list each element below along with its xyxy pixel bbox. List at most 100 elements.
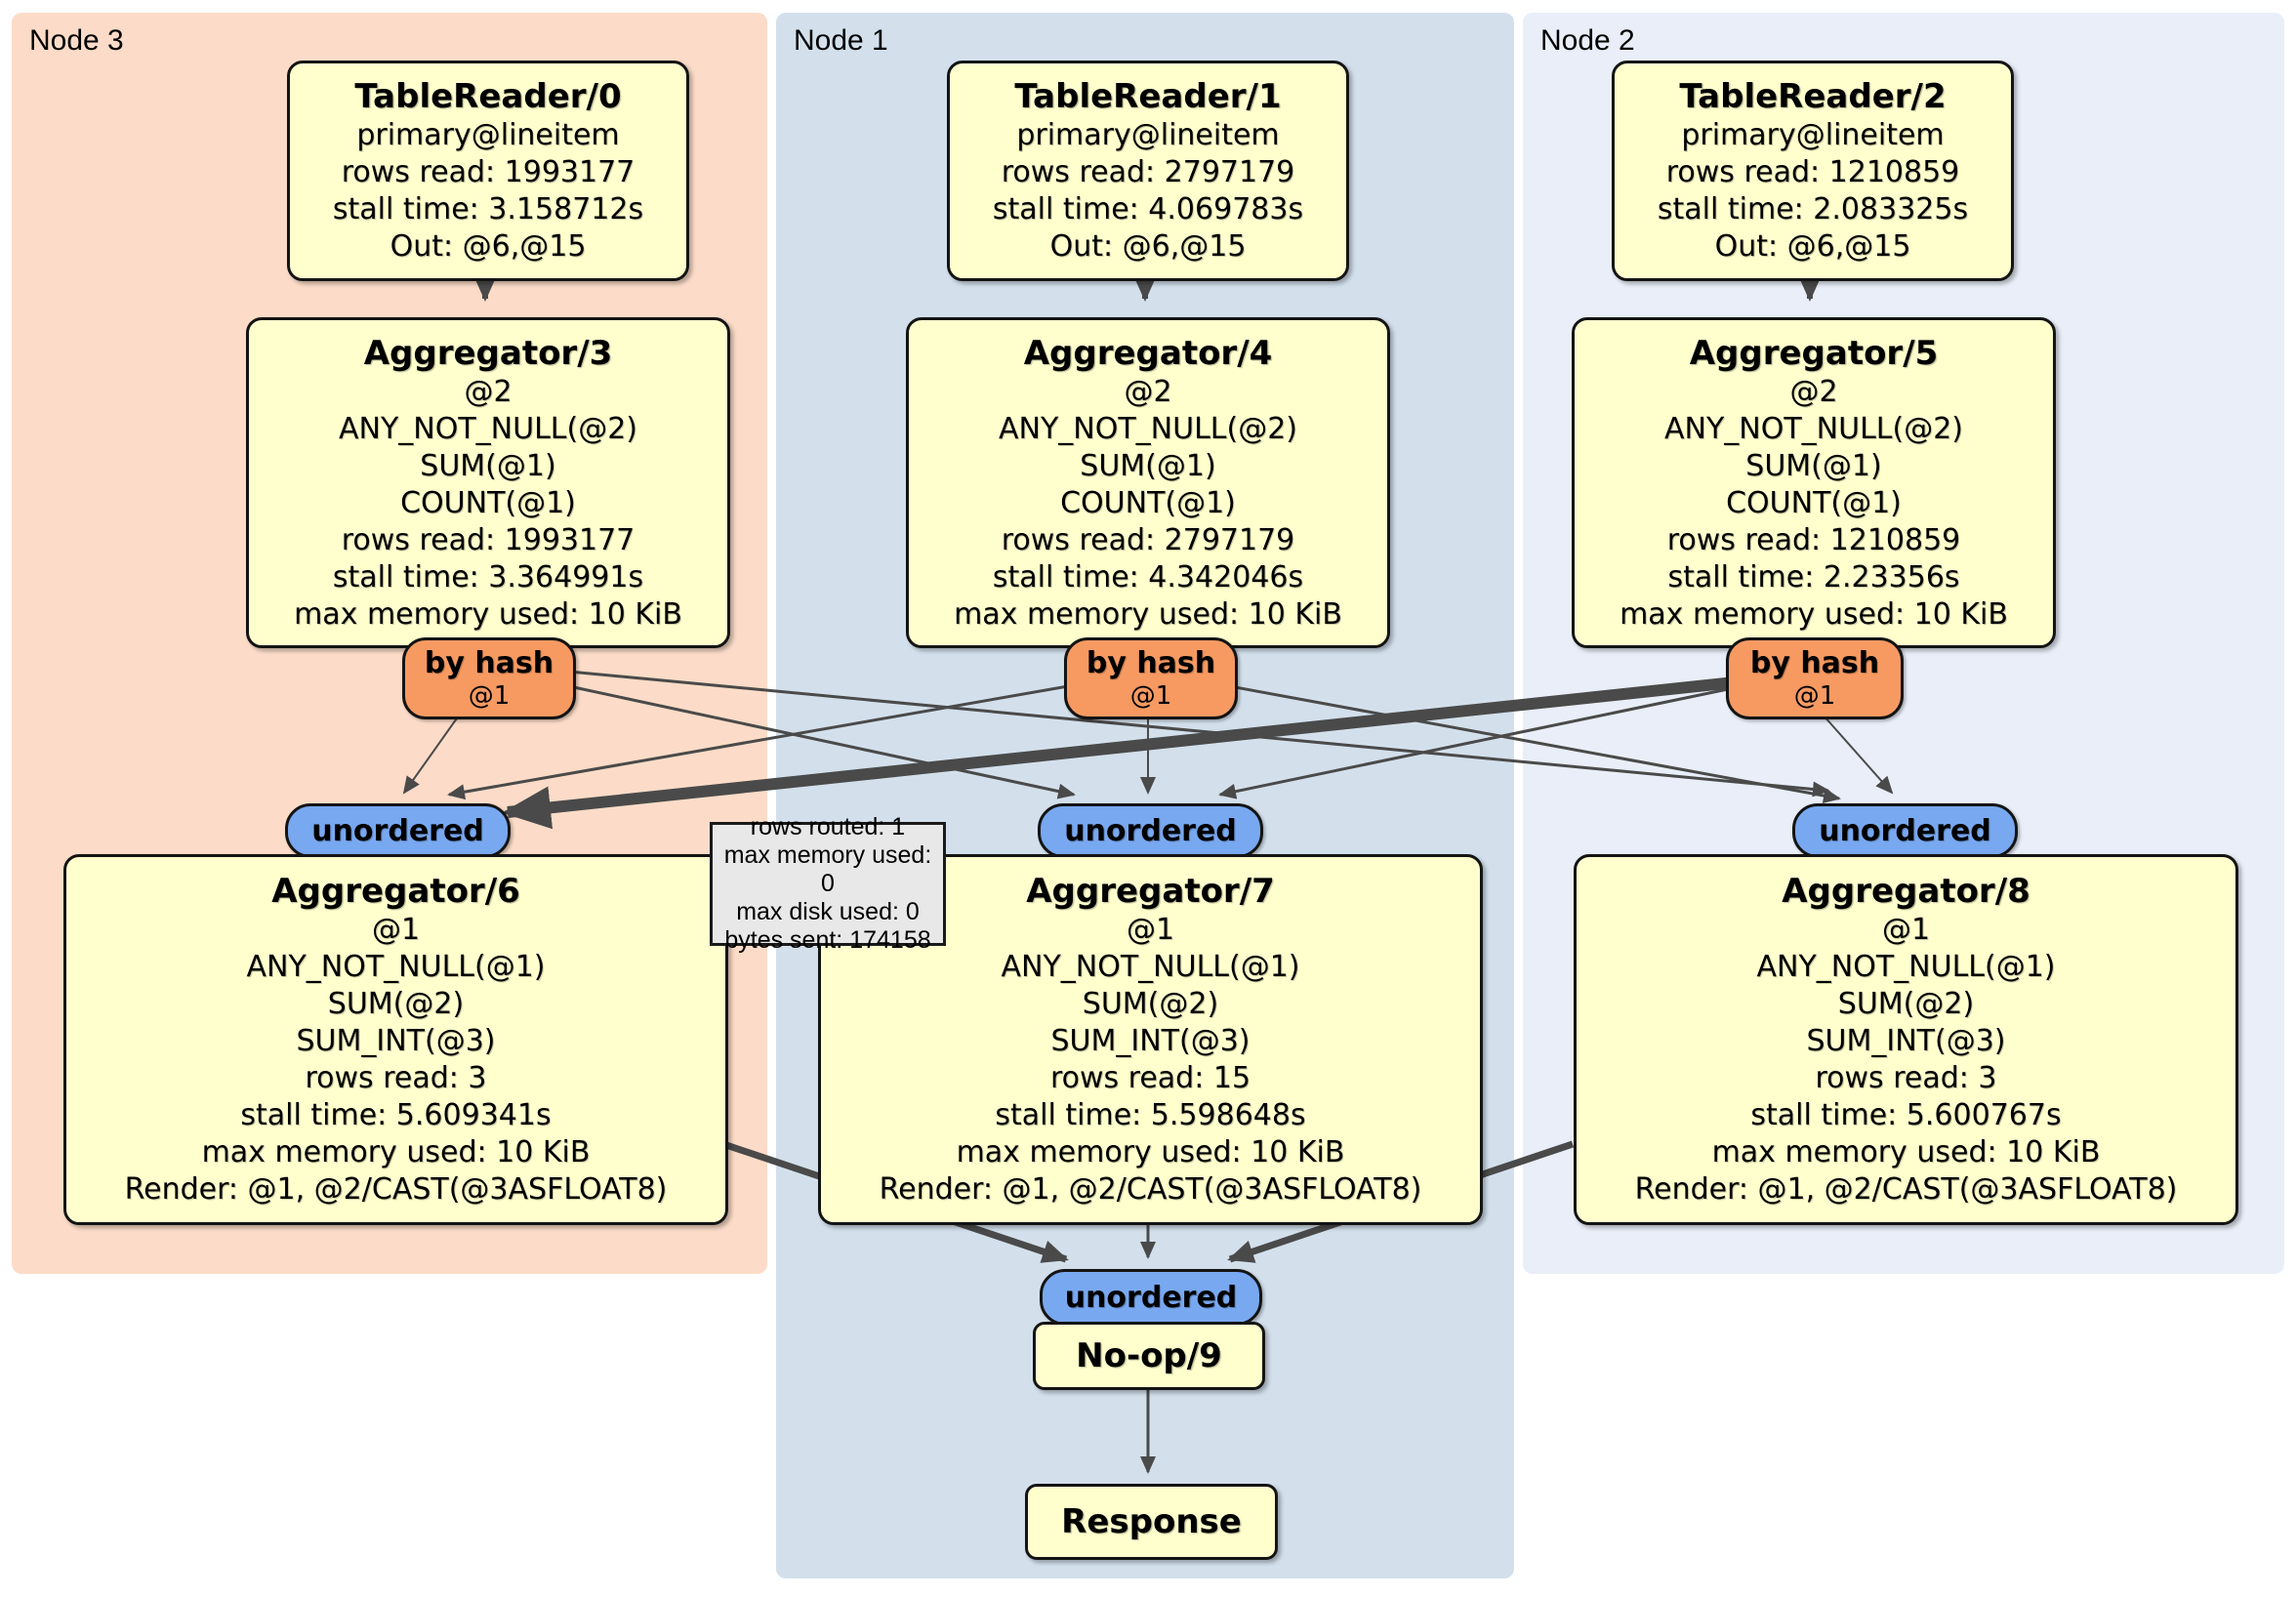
region-node-1-label: Node 1 [794,24,888,57]
router-by-hash-node3: by hash @1 [402,637,576,719]
edge-router2-sync1[interactable] [1218,687,1729,799]
router-key: @1 [468,681,511,711]
node-detail: rows read: 1210859 [1666,522,1961,557]
edge-stats-tooltip: rows routed: 1 max memory used: 0 max di… [710,813,946,954]
node-detail: max memory used: 10 KiB [201,1135,591,1169]
node-detail: max memory used: 10 KiB [1620,596,2008,632]
node-detail: @2 [1789,374,1838,409]
sync-unordered-node3: unordered [285,803,511,858]
node-title: Aggregator/4 [1023,333,1273,373]
node-detail: rows read: 1210859 [1665,155,1960,189]
node-detail: ANY_NOT_NULL(@2) [1664,411,1963,446]
node-title: TableReader/2 [1679,77,1947,116]
node-detail: SUM_INT(@3) [296,1024,496,1058]
node-detail: stall time: 5.598648s [995,1098,1306,1132]
node-detail: SUM(@2) [1837,987,1975,1021]
node-detail: @2 [464,374,512,409]
node-tablereader-2: TableReader/2 primary@lineitem rows read… [1612,61,2014,281]
node-detail: Out: @6,@15 [1049,229,1247,264]
node-detail: Render: @1, @2/CAST(@3ASFLOAT8) [879,1172,1422,1207]
node-detail: rows read: 2797179 [1001,155,1295,189]
node-detail: rows read: 1993177 [341,522,636,557]
region-node-3-label: Node 3 [29,24,124,57]
router-label: by hash [1086,646,1216,680]
node-response: Response [1025,1484,1278,1560]
sync-label: unordered [1064,1280,1238,1315]
node-aggregator-4: Aggregator/4 @2 ANY_NOT_NULL(@2) SUM(@1)… [906,317,1390,648]
router-key: @1 [1793,681,1836,711]
node-detail: rows read: 1993177 [341,155,636,189]
node-detail: Out: @6,@15 [390,229,587,264]
node-detail: max memory used: 10 KiB [1711,1135,2101,1169]
node-detail: Out: @6,@15 [1714,229,1911,264]
node-detail: max memory used: 10 KiB [956,1135,1345,1169]
node-detail: ANY_NOT_NULL(@1) [1001,950,1300,984]
edge-router3-sync3[interactable] [402,715,460,795]
tooltip-line: max memory used: 0 [723,841,932,897]
node-detail: stall time: 3.158712s [332,192,644,226]
node-detail: ANY_NOT_NULL(@1) [1756,950,2056,984]
router-by-hash-node2: by hash @1 [1726,637,1904,719]
node-aggregator-7: Aggregator/7 @1 ANY_NOT_NULL(@1) SUM(@2)… [818,854,1483,1225]
node-detail: stall time: 4.342046s [992,559,1304,594]
node-detail: rows read: 3 [1815,1061,1997,1095]
node-detail: COUNT(@1) [1726,485,1902,520]
sync-label: unordered [1064,813,1237,848]
node-title: TableReader/0 [354,77,622,116]
node-detail: Render: @1, @2/CAST(@3ASFLOAT8) [1634,1172,2178,1207]
sync-label: unordered [311,813,484,848]
node-title: No-op/9 [1076,1336,1222,1375]
edge-router3-sync1[interactable] [568,684,1076,799]
node-title: Aggregator/3 [363,333,613,373]
router-label: by hash [424,646,554,680]
node-detail: max memory used: 10 KiB [294,596,682,632]
node-detail: stall time: 5.600767s [1750,1098,2062,1132]
node-title: Aggregator/8 [1782,872,2030,911]
node-detail: @1 [1881,913,1931,947]
router-by-hash-node1: by hash @1 [1064,637,1238,719]
node-detail: stall time: 2.083325s [1657,192,1969,226]
node-detail: SUM(@2) [327,987,465,1021]
edge-router2-sync2[interactable] [1823,715,1894,795]
node-tablereader-0: TableReader/0 primary@lineitem rows read… [287,61,689,281]
node-tablereader-1: TableReader/1 primary@lineitem rows read… [947,61,1349,281]
node-detail: SUM_INT(@3) [1806,1024,2006,1058]
tooltip-line: bytes sent: 174158 [724,926,931,954]
node-detail: SUM_INT(@3) [1050,1024,1250,1058]
node-detail: stall time: 5.609341s [240,1098,552,1132]
node-title: TableReader/1 [1014,77,1282,116]
node-detail: max memory used: 10 KiB [954,596,1342,632]
edge-router2-sync3-highlighted[interactable] [502,676,1744,830]
node-detail: rows read: 15 [1049,1061,1251,1095]
node-detail: SUM(@1) [1745,448,1882,483]
tooltip-line: rows routed: 1 [750,813,906,840]
node-detail: stall time: 3.364991s [332,559,644,594]
node-title: Response [1061,1502,1242,1541]
edge-router3-sync2[interactable] [568,670,1830,798]
node-detail: @2 [1124,374,1172,409]
node-aggregator-6: Aggregator/6 @1 ANY_NOT_NULL(@1) SUM(@2)… [63,854,728,1225]
sync-label: unordered [1819,813,1991,848]
node-aggregator-8: Aggregator/8 @1 ANY_NOT_NULL(@1) SUM(@2)… [1574,854,2238,1225]
node-detail: ANY_NOT_NULL(@2) [339,411,637,446]
node-detail: ANY_NOT_NULL(@2) [999,411,1297,446]
node-aggregator-3: Aggregator/3 @2 ANY_NOT_NULL(@2) SUM(@1)… [246,317,730,648]
edge-router1-sync2[interactable] [1229,684,1841,803]
edge-router1-sync3[interactable] [447,684,1069,800]
node-detail: primary@lineitem [356,118,620,152]
node-detail: rows read: 3 [305,1061,487,1095]
node-noop-9: No-op/9 [1033,1322,1265,1390]
node-title: Aggregator/6 [271,872,520,911]
node-detail: stall time: 4.069783s [992,192,1304,226]
node-detail: COUNT(@1) [400,485,576,520]
node-detail: @1 [371,913,421,947]
node-detail: primary@lineitem [1016,118,1280,152]
node-detail: SUM(@1) [1080,448,1216,483]
node-detail: @1 [1126,913,1175,947]
tooltip-line: max disk used: 0 [736,898,920,925]
node-aggregator-5: Aggregator/5 @2 ANY_NOT_NULL(@2) SUM(@1)… [1572,317,2056,648]
node-title: Aggregator/7 [1026,872,1275,911]
sync-unordered-final: unordered [1040,1269,1262,1326]
node-detail: Render: @1, @2/CAST(@3ASFLOAT8) [124,1172,668,1207]
